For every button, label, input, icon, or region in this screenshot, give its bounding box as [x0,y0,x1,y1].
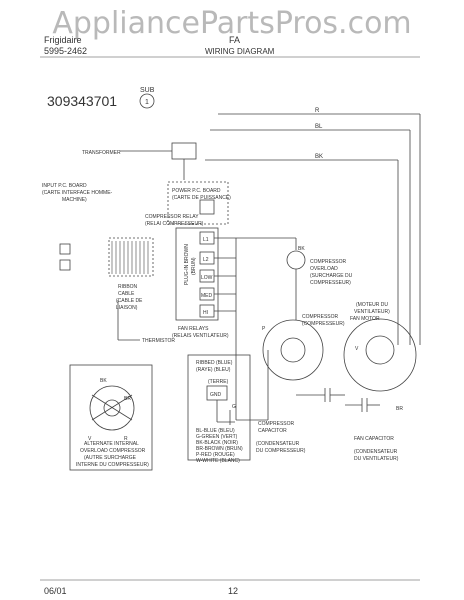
relay-label-med: MED [201,293,213,299]
wire-label-v: V [355,346,359,352]
wire-label-br2: BR [124,396,131,402]
alt-overload-label-1: ALTERNATE INTERNAL [84,441,139,447]
compressor-relay-label-1: COMPRESSOR RELAY [145,214,199,220]
compressor-capacitor-label-1: COMPRESSOR [258,421,295,427]
fan-motor-label-3: FAN MOTOR [350,316,380,322]
sub-number: 1 [145,99,149,106]
fan-capacitor-label-3: DU VENTILATEUR) [354,456,399,462]
overload-symbol [286,250,306,270]
wire-label-g: G [232,404,236,410]
overload-label-3: (SURCHARGE DU [310,273,353,279]
overload-label-4: COMPRESSEUR) [310,280,351,286]
wire-label-r: R [315,108,320,114]
fan-capacitor-label-1: FAN CAPACITOR [354,436,394,442]
color-key-5: P-RED (ROUGE) [196,452,235,458]
transformer-box [171,142,197,160]
power-board-label-2: (CARTE DE PUISSANCE) [172,195,231,201]
header-brand: Frigidaire [44,35,82,45]
thermistor-label: THERMISTOR [142,338,175,344]
wire-label-r2: R [124,436,128,442]
color-key-6: W-WHITE (BLANC) [196,458,240,464]
input-board-label-2: (CARTE INTERFACE HOMME- [42,190,113,196]
serial-number: 309343701 [47,93,117,109]
compressor-symbol [262,319,324,381]
plug-label-2: (BRUN) [191,257,197,275]
ribbon-cable-label-4: LIAISON) [116,305,138,311]
color-key-3: BK-BLACK (NOIR) [196,440,238,446]
header-code: FA [229,35,241,45]
relay-label-hi: HI [203,310,208,316]
color-key-1: BL-BLUE (BLEU) [196,428,235,434]
compressor-capacitor-label-3: (CONDENSATEUR [256,441,300,447]
footer-date: 06/01 [44,586,67,596]
alt-overload-box [69,364,153,471]
wire-label-bl: BL [315,124,323,130]
transformer-label: TRANSFORMER [82,150,121,156]
fan-motor-label-2: VENTILATEUR) [354,309,390,315]
relay-label-l1: L1 [203,237,209,243]
ground-box-label-1: RIBBED (BLUE) [196,360,233,366]
relay-label-low: LOW [201,275,213,281]
plug-label-1: PLUG-IN BROWN [184,244,190,285]
ground-box-label-2: (RAYE) (BLEU) [196,367,231,373]
wire-label-br: BR [396,406,403,412]
wire-label-p: P [262,326,266,332]
relay-label-l2: L2 [203,257,209,263]
fan-relays-label-1: FAN RELAYS [178,326,209,332]
wire-label-bk: BK [315,154,323,160]
compressor-label-1: COMPRESSOR [302,314,339,320]
compressor-capacitor-label-2: CAPACITOR [258,428,287,434]
compressor-label-2: (COMPRESSEUR) [302,321,345,327]
ribbon-cable-label-3: (CABLE DE [116,298,143,304]
sub-label: SUB [140,87,155,94]
color-key-2: G-GREEN (VERT) [196,434,238,440]
power-board-label-1: POWER P.C. BOARD [172,188,221,194]
alt-overload-label-2: OVERLOAD COMPRESSOR [80,448,146,454]
alt-overload-label-3: (AUTRE SURCHARGE [84,455,137,461]
alt-overload-label-4: INTERNE DU COMPRESSEUR) [76,462,149,468]
watermark-logo: AppliancePartsPros.com [52,6,412,41]
ribbon-cable-label-2: CABLE [118,291,135,297]
overload-label-2: OVERLOAD [310,266,338,272]
fan-relays-label-2: (RELAIS VENTILATEUR) [172,333,229,339]
header-part-number: 5995-2462 [44,46,88,56]
compressor-capacitor-label-4: DU COMPRESSEUR) [256,448,306,454]
input-board-label-1: INPUT P.C. BOARD [42,183,87,189]
ground-label-2: GND [210,392,222,398]
compressor-relay-box [199,199,215,215]
ribbon-cable-label-1: RIBBON [118,284,138,290]
fan-capacitor-label-2: (CONDENSATEUR [354,449,398,455]
color-key-4: BR-BROWN (BRUN) [196,446,243,452]
input-board-label-3: MACHINE) [62,197,87,203]
wire-label-v2: V [88,436,92,442]
fan-motor-symbol [343,318,417,392]
compressor-relay-label-2: (RELAI COMPRESSEUR) [145,221,204,227]
footer-page: 12 [228,586,239,596]
wire-label-bk2: BK [298,246,305,252]
wire-label-bk3: BK [100,378,107,384]
header-title: WIRING DIAGRAM [205,47,275,56]
ground-label-1: (TERRE) [208,379,229,385]
overload-label-1: COMPRESSOR [310,259,347,265]
fan-motor-label-1: (MOTEUR DU [356,302,388,308]
